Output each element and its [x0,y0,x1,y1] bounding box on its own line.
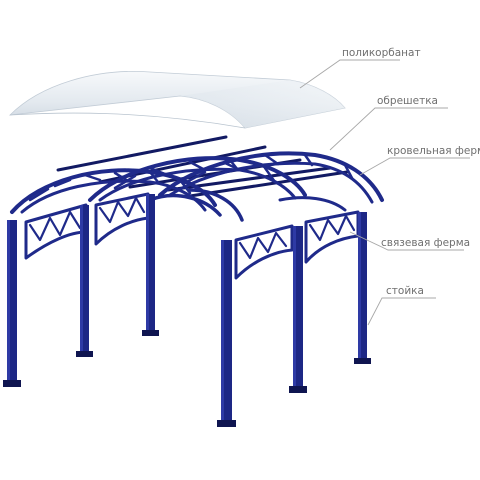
lathing-purlins [56,135,349,198]
leader-lines [299,59,470,326]
label-polycarbonate: поликорбанат [342,47,421,59]
tie-trusses [24,192,360,280]
label-roof-truss: кровельная ферма [387,145,480,157]
label-tie-truss: связевая ферма [381,237,470,249]
label-post: стойка [386,285,424,297]
label-lathing: обрешетка [377,95,438,107]
roof-trusses [10,151,384,222]
polycarbonate-sheet [8,71,346,129]
posts [3,194,371,427]
